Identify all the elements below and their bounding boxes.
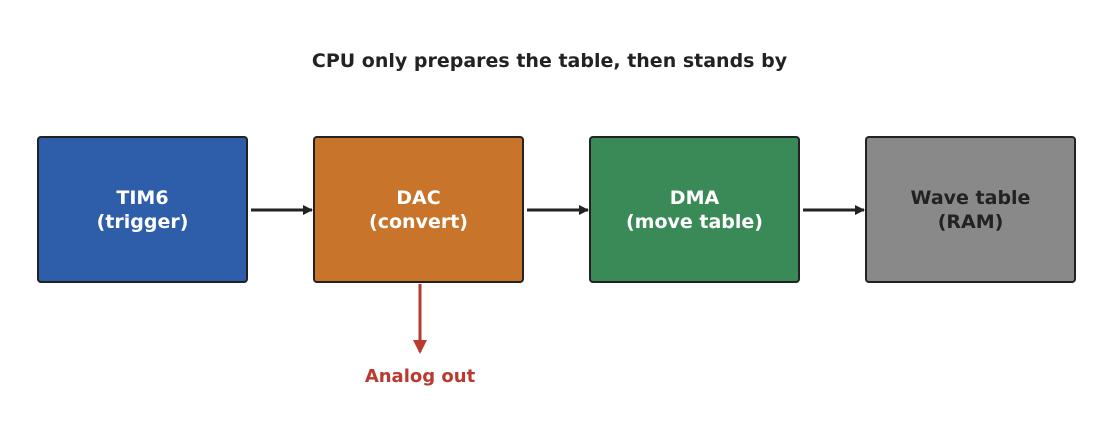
block-dac-line2: (convert) xyxy=(369,210,468,233)
block-dac: DAC (convert) xyxy=(313,136,524,283)
block-tim6: TIM6 (trigger) xyxy=(37,136,248,283)
block-dma-line2: (move table) xyxy=(625,210,763,233)
arrow-head-analog-out xyxy=(413,340,427,354)
block-wave-table-line1: Wave table xyxy=(910,186,1031,209)
diagram-title: CPU only prepares the table, then stands… xyxy=(311,50,788,72)
block-dac-line1: DAC xyxy=(396,186,441,209)
analog-out-label: Analog out xyxy=(364,366,476,387)
block-dma-line1: DMA xyxy=(669,186,720,209)
block-dma: DMA (move table) xyxy=(589,136,800,283)
block-wave-table: Wave table (RAM) xyxy=(865,136,1076,283)
block-tim6-line2: (trigger) xyxy=(96,210,189,233)
block-tim6-line1: TIM6 xyxy=(116,186,169,209)
block-wave-table-line2: (RAM) xyxy=(937,210,1004,233)
